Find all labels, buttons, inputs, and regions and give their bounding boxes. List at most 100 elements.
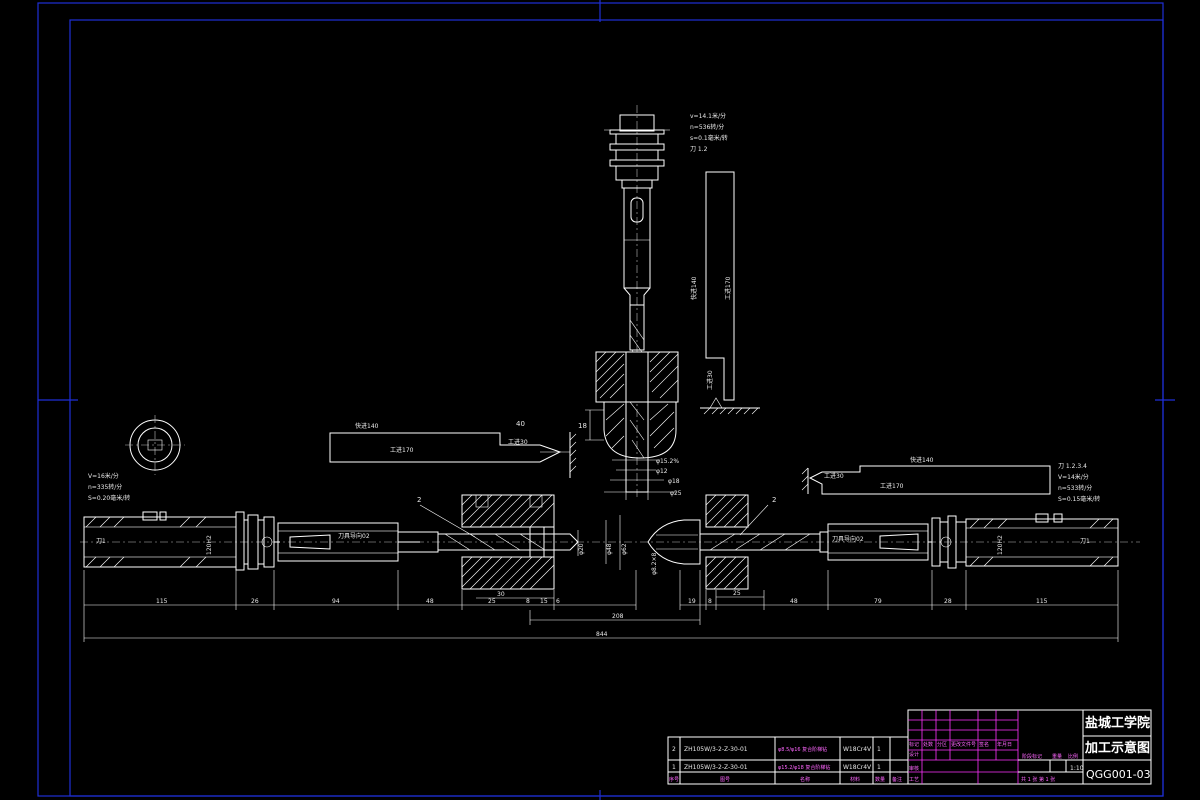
label-title_block-mini_labels-9: 阶段标记 — [1022, 753, 1042, 760]
label-drawing-dims_right-2: 25 — [733, 590, 741, 597]
label-parts_list-rows-0-material: W18Cr4V — [843, 746, 872, 753]
label-title_block-mini_labels-7: 审核 — [909, 765, 919, 772]
label-drawing-dims_right-0: 19 — [688, 598, 696, 605]
top-vertical-assembly: 18 φ15.2% φ12 φ18 φ25 快进140 工进170 工进30 v… — [578, 105, 760, 500]
label-drawing-right_labels-d_left: φ8.2×8 — [651, 552, 658, 575]
left-params: V=16米/分 n=335转/分 S=0.20毫米/转 — [88, 472, 130, 502]
left-spindle-assembly: 2 刀1 刀具导向02 120H2 φ20 φ48 φ62 — [83, 494, 628, 590]
label-drawing-dims_left-5: 30 — [497, 591, 505, 598]
label-title_block-mini_labels-11: 比例 — [1068, 753, 1078, 760]
label-parts_list-rows-1-qty: 1 — [877, 764, 881, 771]
inner-frame — [69, 19, 1164, 797]
label-parts_list-rows-0-name: φ8.5/φ16 复合阶梯钻 — [778, 746, 827, 753]
title-block-mini-labels: 标记 处数 分区 更改文件号 签名 年月日 设计 审核 工艺 阶段标记 重量 比… — [909, 741, 1078, 783]
top-params: v=14.1米/分 n=536转/分 s=0.1毫米/转 刀 1.2 — [690, 112, 728, 153]
label-drawing-dims_left-8: 6 — [556, 598, 560, 605]
label-drawing-dims_left-7: 15 — [540, 598, 548, 605]
label-parts_list-rows-0-code: ZH105W/3-2-Z-30-01 — [684, 746, 748, 753]
label-drawing-right_labels-feed_work2: 工进30 — [824, 472, 844, 480]
right-params: 刀 1.2.3.4 V=14米/分 n=533转/分 S=0.15毫米/转 — [1058, 463, 1100, 503]
label-parts_list-header-1: 图号 — [720, 777, 730, 783]
frame-center-marks — [38, 0, 1175, 800]
label-drawing-right_params-1: V=14米/分 — [1058, 473, 1089, 481]
right-spindle-assembly: 2 刀1 刀具导向02 120H2 φ8.2×8 — [647, 494, 1119, 590]
label-drawing-right_labels-feed_fast: 快进140 — [910, 456, 934, 464]
label-drawing-left_labels-callout: 2 — [417, 496, 421, 504]
label-parts_list-rows-1-no: 1 — [672, 764, 676, 771]
label-drawing-dims_right-6: 115 — [1036, 598, 1048, 605]
label-parts_list-rows-1-name: φ15.2/φ18 复合阶梯钻 — [778, 764, 830, 771]
label-drawing-right_params-2: n=533转/分 — [1058, 484, 1092, 492]
label-title_block-mini_labels-0: 标记 — [909, 741, 919, 748]
label-title_block-mini_labels-4: 签名 — [979, 741, 989, 748]
drawing-scale: 1:10 — [1070, 765, 1084, 772]
label-drawing-dims_right-1: 8 — [708, 598, 712, 605]
label-parts_list-header-0: 序号 — [669, 776, 679, 783]
sheet-count: 共 1 张 第 1 张 — [1021, 776, 1055, 783]
label-drawing-right_params-3: S=0.15毫米/转 — [1058, 495, 1100, 503]
dim-208: 208 — [612, 613, 624, 620]
dim-d15: φ15.2% — [656, 458, 679, 465]
label-drawing-left_labels-dim_20: φ20 — [578, 543, 585, 555]
school-name: 盐城工学院 — [1085, 715, 1150, 731]
label-drawing-right_labels-holder: 刀具导向02 — [832, 535, 864, 543]
outer-frame — [37, 2, 1164, 797]
label-title_block-mini_labels-5: 年月日 — [997, 741, 1012, 748]
label-drawing-left_labels-feed_work: 工进170 — [390, 446, 414, 454]
dim-18: 18 — [578, 422, 587, 430]
label-title_block-mini_labels-8: 工艺 — [909, 777, 919, 783]
dims-right-text: 19 8 25 48 79 28 115 — [688, 590, 1048, 605]
label-drawing-left_params-0: V=16米/分 — [88, 472, 119, 480]
label-drawing-left_params-2: S=0.20毫米/转 — [88, 494, 130, 502]
label-drawing-left_labels-feed_work2: 工进30 — [508, 438, 528, 446]
vfeed-work: 工进170 — [724, 276, 732, 300]
label-parts_list-header-3: 材料 — [850, 776, 860, 783]
label-drawing-top_params-2: s=0.1毫米/转 — [690, 134, 728, 142]
label-drawing-right_labels-callout: 2 — [772, 496, 776, 504]
label-drawing-dims_right-5: 28 — [944, 598, 952, 605]
label-parts_list-header-5: 备注 — [892, 776, 902, 783]
label-drawing-dims_left-3: 48 — [426, 598, 434, 605]
title-block: 标记 处数 分区 更改文件号 签名 年月日 设计 审核 工艺 阶段标记 重量 比… — [907, 709, 1152, 785]
label-drawing-left_labels-feed_fast: 快进140 — [355, 422, 379, 430]
label-parts_list-rows-0-qty: 1 — [877, 746, 881, 753]
dim-d12: φ12 — [656, 468, 668, 475]
label-drawing-left_params-1: n=335转/分 — [88, 483, 122, 491]
label-drawing-top_params-1: n=536转/分 — [690, 123, 724, 131]
label-title_block-mini_labels-6: 设计 — [909, 751, 919, 758]
drawing-code: QGG001-03 — [1086, 768, 1151, 781]
label-drawing-right_labels-knife: 刀1 — [1080, 538, 1090, 545]
label-drawing-dims_left-0: 115 — [156, 598, 168, 605]
label-drawing-left_labels-dim_40: 40 — [516, 420, 525, 428]
label-drawing-dims_left-1: 26 — [251, 598, 259, 605]
dim-d18: φ18 — [668, 478, 680, 485]
label-title_block-mini_labels-10: 重量 — [1052, 753, 1062, 760]
label-drawing-left_labels-dim_48: φ48 — [606, 543, 613, 555]
label-drawing-dims_right-3: 48 — [790, 598, 798, 605]
dims-left-text: 115 26 94 48 25 30 8 15 6 — [156, 591, 560, 605]
label-drawing-left_labels-dim_62: φ62 — [621, 543, 628, 555]
dimension-lines — [83, 570, 1119, 642]
right-feed-diagram: 快进140 工进170 工进30 刀 1.2.3.4 V=14米/分 n=533… — [801, 456, 1100, 503]
label-title_block-mini_labels-3: 更改文件号 — [951, 741, 976, 748]
label-drawing-right_params-0: 刀 1.2.3.4 — [1058, 463, 1087, 470]
label-parts_list-header-2: 名称 — [800, 776, 810, 783]
label-title_block-mini_labels-2: 分区 — [937, 741, 947, 748]
label-drawing-left_labels-dim_120: 120H2 — [206, 535, 213, 555]
label-drawing-dims_left-4: 25 — [488, 598, 496, 605]
label-parts_list-header-4: 数量 — [875, 776, 885, 783]
label-title_block-mini_labels-1: 处数 — [923, 741, 933, 748]
label-drawing-right_labels-feed_work: 工进170 — [880, 482, 904, 490]
left-feed-diagram: 快进140 工进170 工进30 40 — [329, 420, 577, 478]
label-drawing-dims_left-2: 94 — [332, 598, 340, 605]
label-parts_list-rows-1-code: ZH105W/3-2-Z-30-01 — [684, 764, 748, 771]
vfeed-fast: 快进140 — [690, 276, 698, 300]
vfeed-work2: 工进30 — [706, 370, 714, 390]
label-drawing-top_params-0: v=14.1米/分 — [690, 112, 726, 120]
label-parts_list-rows-0-no: 2 — [672, 746, 676, 753]
drawing-title: 加工示意图 — [1084, 740, 1150, 756]
dim-d25: φ25 — [670, 490, 682, 497]
label-drawing-left_labels-knife: 刀1 — [96, 538, 106, 545]
label-drawing-right_labels-d_rh: 120H2 — [997, 535, 1004, 555]
